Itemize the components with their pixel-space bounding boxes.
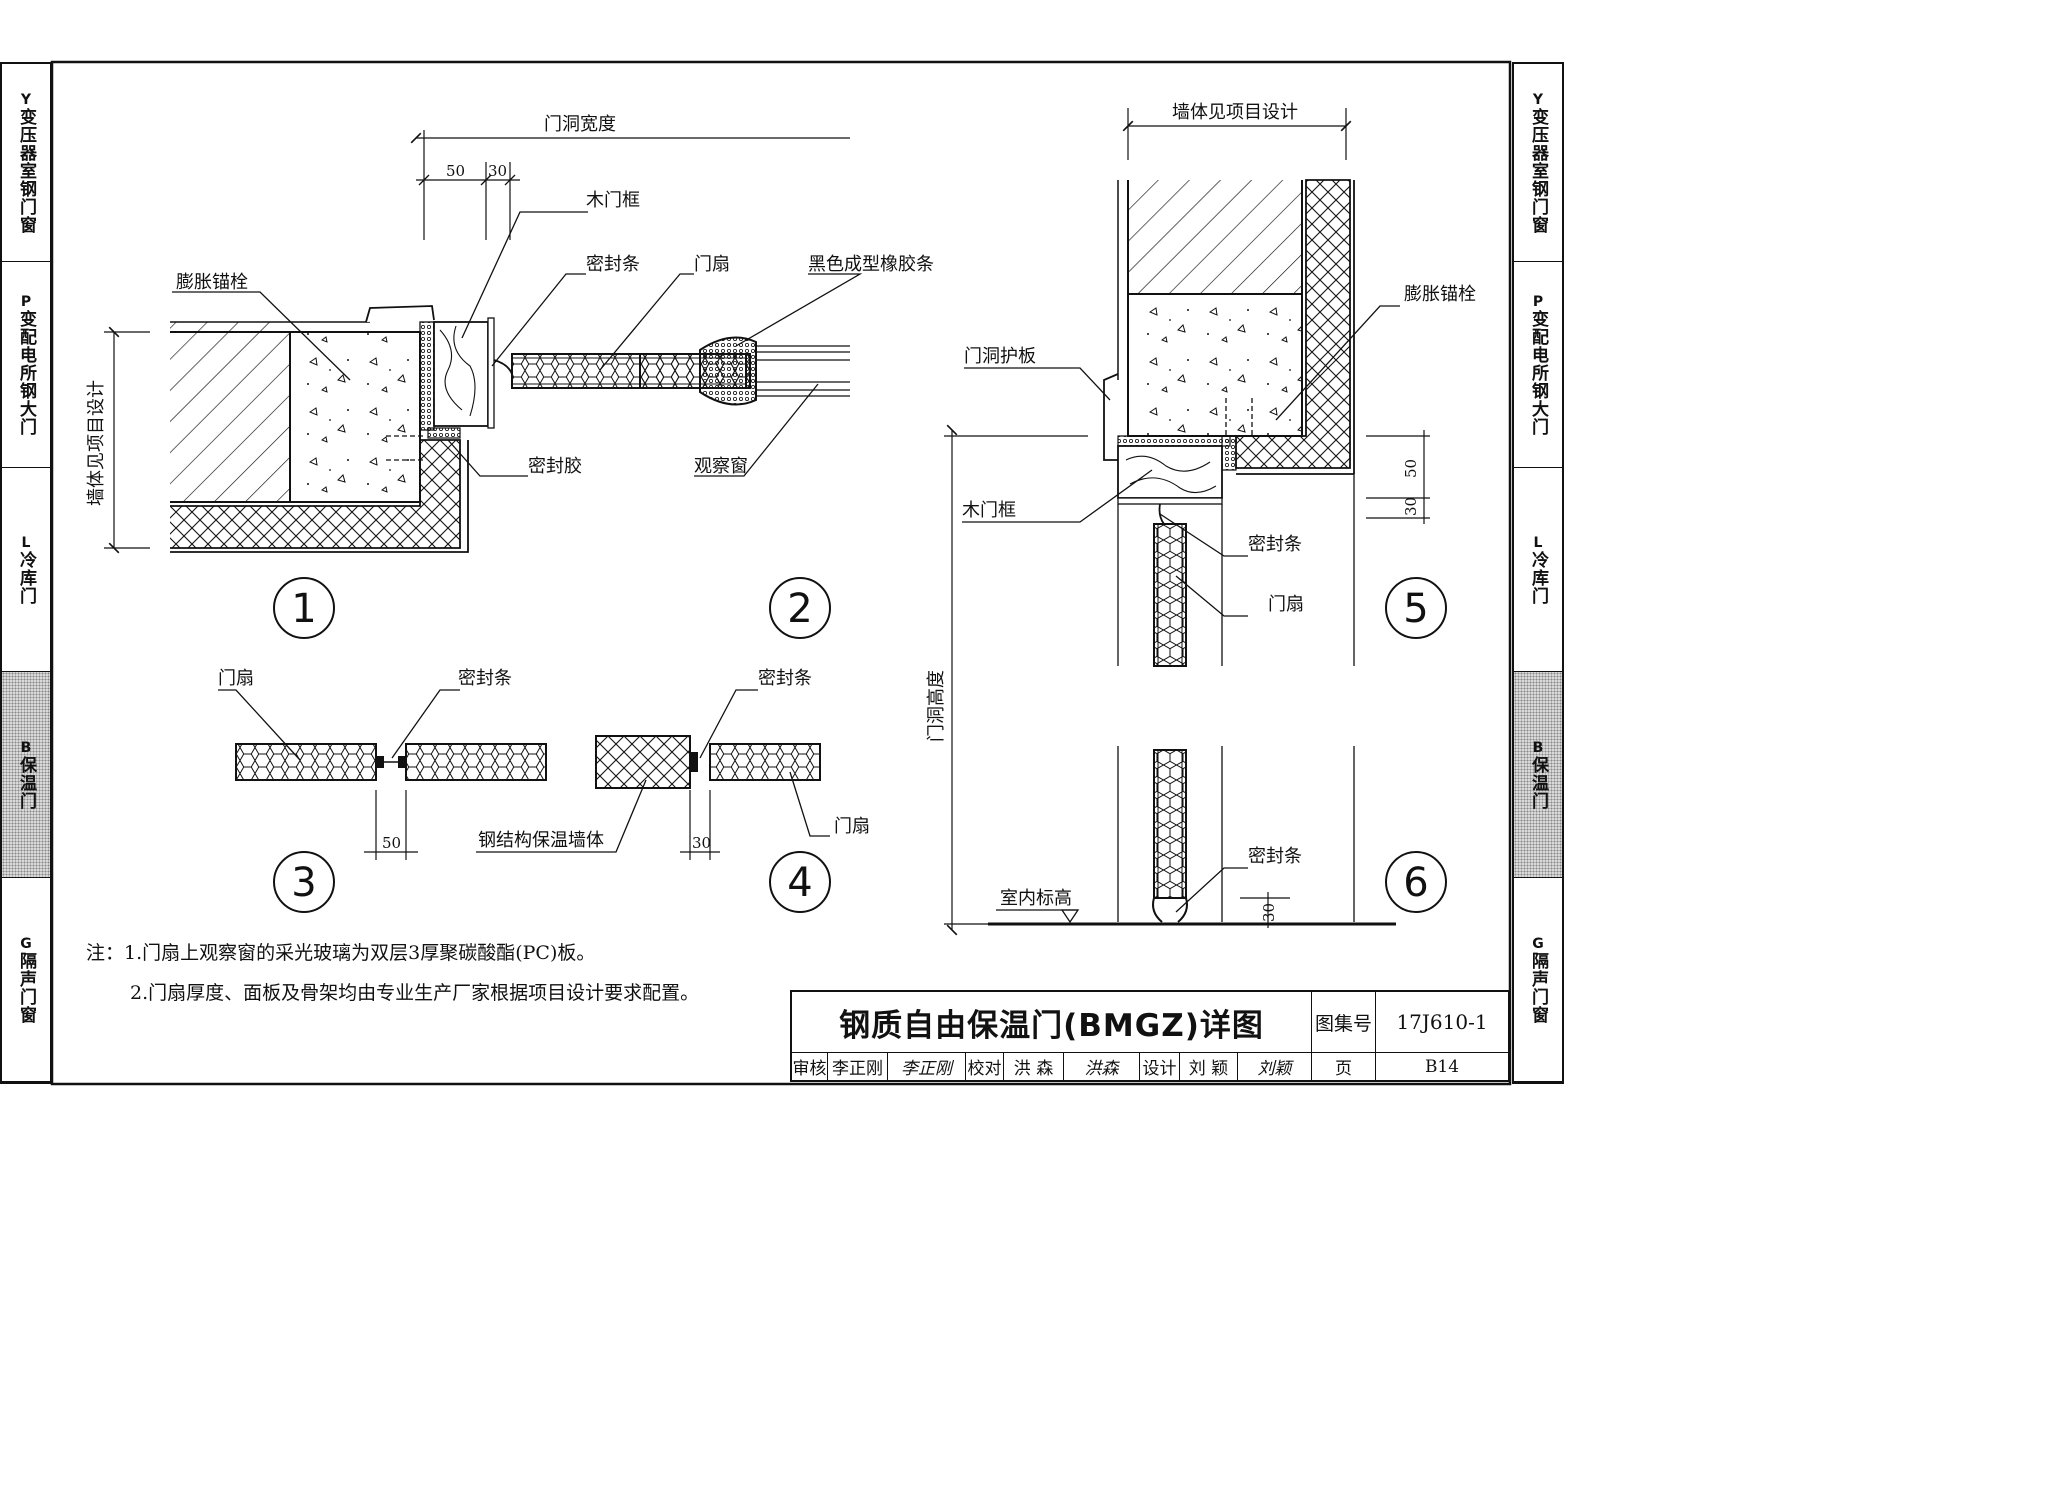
label-door-opening-width: 门洞宽度	[544, 114, 616, 135]
atlas-label: 图集号	[1312, 992, 1376, 1053]
right-tab-code: L	[1533, 534, 1543, 551]
label-door-guard-plate: 门洞护板	[964, 346, 1036, 367]
detail-2-observation-window	[639, 336, 850, 406]
right-tab-code: B	[1532, 739, 1544, 756]
left-tab-label: 冷库门	[16, 550, 36, 605]
left-tab-label: 隔声门窗	[16, 951, 36, 1024]
label-observation-window: 观察窗	[694, 456, 748, 477]
design-label: 设计	[1140, 1053, 1180, 1080]
detail-number-6: 6	[1403, 860, 1428, 906]
dim-30: 30	[488, 162, 507, 180]
label-expansion-anchor-1: 膨胀锚栓	[176, 272, 248, 293]
drawing-title: 钢质自由保温门(BMGZ)详图	[792, 992, 1312, 1053]
designer-signature: 刘颖	[1238, 1053, 1312, 1080]
left-tab-code: Y	[20, 91, 32, 108]
note-2: 2.门扇厚度、面板及骨架均由专业生产厂家根据项目设计要求配置。	[86, 973, 699, 1013]
atlas-number: 17J610-1	[1376, 992, 1508, 1053]
detail-number-4: 4	[787, 860, 812, 906]
page-number: B14	[1424, 1056, 1460, 1077]
leader-lines	[172, 211, 1400, 913]
detail-5-head-section	[1103, 108, 1430, 667]
detail-6-sill-section	[944, 424, 1396, 936]
label-wood-frame-5: 木门框	[962, 500, 1016, 521]
detail-number-2: 2	[787, 586, 812, 632]
note-1: 注：1.门扇上观察窗的采光玻璃为双层3厚聚碳酸酯(PC)板。	[86, 933, 699, 973]
detail-number-5: 5	[1403, 586, 1428, 632]
label-door-leaf-5: 门扇	[1268, 594, 1304, 615]
right-tab-label: 隔声门窗	[1528, 951, 1548, 1024]
reviewer-signature: 李正刚	[888, 1053, 966, 1080]
review-label: 审核	[792, 1053, 828, 1080]
label-door-leaf-3: 门扇	[218, 668, 254, 689]
dim-30-detail-5: 30	[1402, 497, 1420, 516]
dim-30-detail-6: 30	[1260, 903, 1278, 922]
label-wall-per-design-5: 墙体见项目设计	[1172, 102, 1298, 123]
right-tab-code: G	[1532, 935, 1544, 952]
right-tab-label: 冷库门	[1528, 550, 1548, 605]
check-label: 校对	[966, 1053, 1004, 1080]
left-tab-code: B	[20, 739, 32, 756]
label-indoor-level: 室内标高	[1000, 888, 1072, 909]
label-wall-per-design-1: 墙体见项目设计	[86, 380, 107, 506]
right-tab-label: 变配电所钢大门	[1528, 309, 1548, 436]
detail-number-3: 3	[291, 860, 316, 906]
note-2-text: 2.门扇厚度、面板及骨架均由专业生产厂家根据项目设计要求配置。	[130, 982, 700, 1004]
right-tab-label: 变压器室钢门窗	[1528, 107, 1548, 234]
left-tab-code: P	[20, 293, 32, 310]
left-tab-label: 变配电所钢大门	[16, 309, 36, 436]
dim-50: 50	[446, 162, 465, 180]
note-1-text: 1.门扇上观察窗的采光玻璃为双层3厚聚碳酸酯(PC)板。	[124, 942, 596, 964]
detail-number-1: 1	[291, 586, 316, 632]
right-tab-code: Y	[1532, 91, 1544, 108]
right-tab-code: P	[1532, 293, 1544, 310]
label-door-opening-height: 门洞高度	[926, 670, 947, 742]
dim-50-detail-5: 50	[1402, 459, 1420, 478]
detail-number-circles	[273, 577, 1447, 913]
label-seal-strip-6: 密封条	[1248, 846, 1302, 867]
label-seal-strip-4: 密封条	[758, 668, 812, 689]
label-wood-frame-1: 木门框	[586, 190, 640, 211]
label-door-leaf-4: 门扇	[834, 816, 870, 837]
right-tab-label: 保温门	[1528, 755, 1548, 810]
dim-30-detail-4: 30	[692, 834, 711, 852]
label-seal-strip-3: 密封条	[458, 668, 512, 689]
label-black-rubber: 黑色成型橡胶条	[808, 254, 934, 275]
signature-row: 审核 李正刚 李正刚 校对 洪 森 洪森 设计 刘 颖 刘颖 页 B14	[792, 1053, 1508, 1080]
checker-name: 洪 森	[1004, 1053, 1064, 1080]
reviewer-name: 李正刚	[828, 1053, 888, 1080]
left-tab-code: G	[20, 935, 32, 952]
notes-prefix: 注：	[86, 942, 125, 964]
detail-drawing: 1 2 3 4 5 6 门洞宽度 50 30 木门框 膨胀锚栓 密封条 门扇 黑…	[50, 60, 1512, 1086]
left-tab-label: 变压器室钢门窗	[16, 107, 36, 234]
dim-50-detail-3: 50	[382, 834, 401, 852]
label-sealant: 密封胶	[528, 456, 582, 477]
designer-name: 刘 颖	[1180, 1053, 1238, 1080]
label-seal-strip-5: 密封条	[1248, 534, 1302, 555]
label-door-leaf-1: 门扇	[694, 254, 730, 275]
title-block: 钢质自由保温门(BMGZ)详图 图集号 17J610-1 审核 李正刚 李正刚 …	[790, 990, 1510, 1082]
detail-3-double-leaf-joint	[235, 743, 547, 860]
notes: 注：1.门扇上观察窗的采光玻璃为双层3厚聚碳酸酯(PC)板。 2.门扇厚度、面板…	[86, 933, 699, 1013]
label-expansion-anchor-5: 膨胀锚栓	[1404, 284, 1476, 305]
left-tab-label: 保温门	[16, 755, 36, 810]
label-seal-strip-1: 密封条	[586, 254, 640, 275]
page-label: 页	[1312, 1053, 1376, 1080]
drawing-frame	[50, 60, 1512, 1086]
label-steel-wall: 钢结构保温墙体	[478, 830, 604, 851]
checker-signature: 洪森	[1064, 1053, 1140, 1080]
left-tab-code: L	[21, 534, 31, 551]
